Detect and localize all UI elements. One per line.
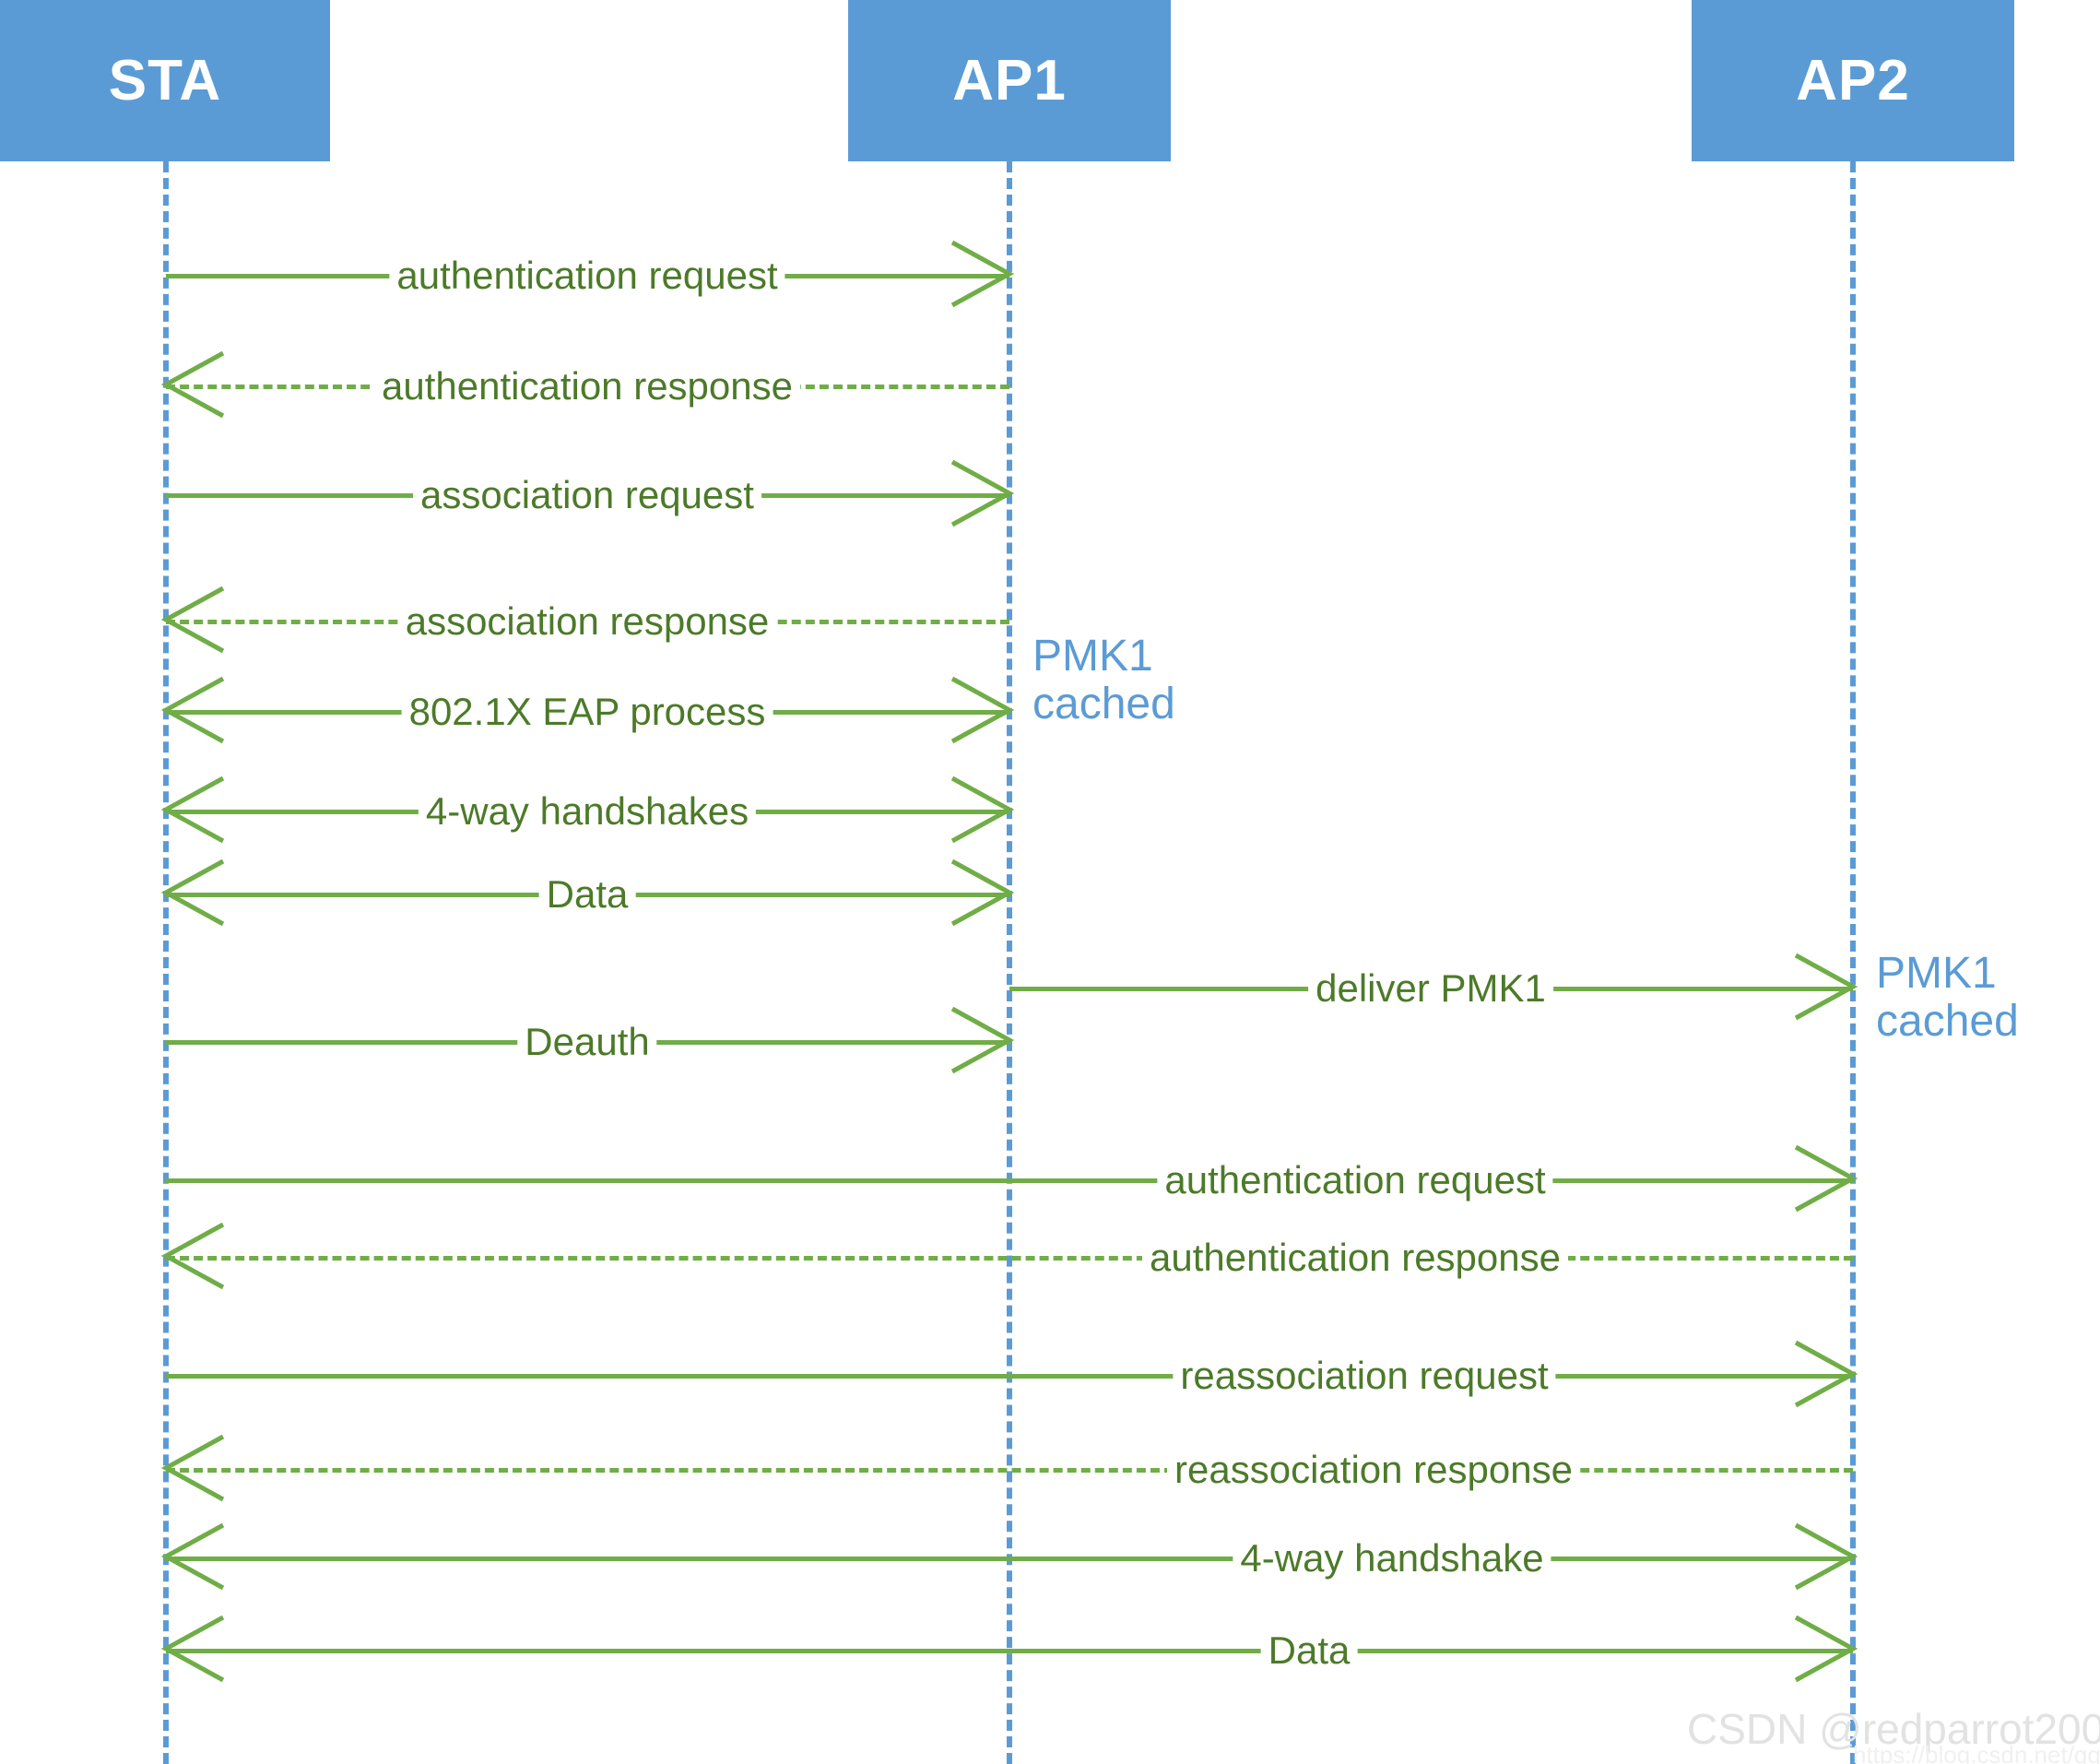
message-label: 802.1X EAP process — [401, 693, 773, 731]
lifeline-sta — [163, 161, 169, 1764]
watermark-text: CSDN @redparrot2008 — [1687, 1705, 2100, 1753]
message-line — [166, 1374, 1853, 1379]
message-line — [166, 1649, 1853, 1653]
lifeline-ap1 — [1007, 161, 1012, 1764]
message-label: authentication request — [1157, 1161, 1553, 1200]
actor-box-ap1: AP1 — [848, 0, 1171, 161]
message-label: reassociation request — [1173, 1356, 1556, 1395]
actor-box-sta: STA — [0, 0, 330, 161]
message-line — [166, 1256, 1853, 1261]
message-label: reassociation response — [1167, 1450, 1580, 1489]
actor-box-ap2: AP2 — [1692, 0, 2014, 161]
message-label: authentication request — [389, 256, 785, 295]
message-line — [166, 1468, 1853, 1473]
message-line — [166, 1178, 1853, 1183]
actor-label-ap1: AP1 — [952, 48, 1067, 112]
message-line — [166, 1557, 1853, 1561]
actor-label-sta: STA — [108, 48, 222, 112]
message-label: Deauth — [517, 1023, 657, 1061]
message-label: deliver PMK1 — [1308, 969, 1553, 1008]
pmk1-cached-ap1: PMK1 cached — [1032, 632, 1175, 728]
pmk1-cached-ap2: PMK1 cached — [1876, 949, 2019, 1046]
actor-label-ap2: AP2 — [1796, 48, 1910, 112]
watermark-url: https://blog.csdn.net/qq_23087099 — [1853, 1741, 2100, 1764]
message-label: 4-way handshake — [1233, 1539, 1551, 1578]
message-label: Data — [538, 875, 636, 914]
lifeline-ap2 — [1850, 161, 1856, 1764]
message-label: authentication response — [1142, 1238, 1568, 1277]
message-label: Data — [1260, 1631, 1358, 1670]
message-label: authentication response — [374, 367, 800, 406]
message-label: association response — [397, 602, 777, 641]
message-label: 4-way handshakes — [418, 792, 757, 831]
message-label: association request — [413, 476, 761, 515]
